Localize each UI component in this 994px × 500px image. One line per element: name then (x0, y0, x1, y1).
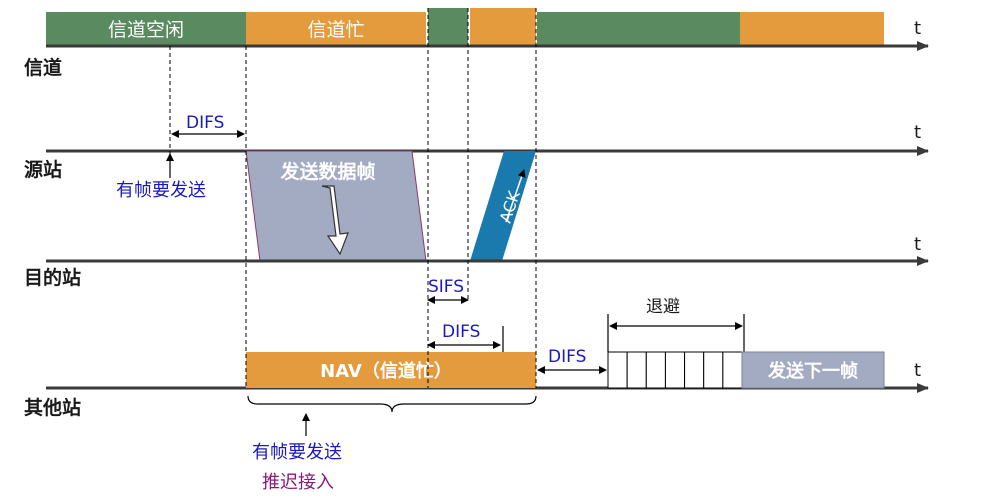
channel-busy-segment-2 (470, 8, 536, 46)
ack-arrow-icon (505, 169, 526, 223)
channel-busy-label: 信道忙 (307, 19, 364, 41)
defer-access-label: 推迟接入 (262, 472, 334, 493)
difs-source-label: DIFS (186, 113, 224, 133)
channel-busy-segment-3 (740, 12, 884, 46)
next-frame-box (741, 351, 885, 389)
source-time-label: t (914, 122, 921, 143)
backoff-slot (626, 351, 647, 389)
difs-nav-label: DIFS (442, 322, 480, 342)
timing-guides (169, 8, 537, 388)
backoff-slot (703, 351, 724, 389)
backoff-label: 退避 (646, 297, 680, 317)
backoff-slot (607, 351, 628, 389)
backoff-slot (684, 351, 705, 389)
defer-brace (247, 395, 537, 413)
others-time-label: t (914, 360, 921, 381)
data-frame-arrow-icon (321, 185, 349, 256)
row-label-others: 其他站 (24, 396, 81, 419)
channel-idle-segment-2 (428, 8, 468, 46)
channel-bar: 信道空闲 信道忙 (46, 8, 884, 46)
channel-idle-segment-3 (537, 12, 740, 46)
backoff-slots (607, 351, 743, 389)
row-label-channel: 信道 (24, 56, 62, 79)
ack-frame-shape (470, 151, 536, 261)
difs-others-label: DIFS (548, 347, 586, 367)
source-want-send-label: 有帧要发送 (116, 180, 206, 201)
sifs-label: SIFS (428, 277, 464, 297)
backoff-slot (722, 351, 743, 389)
backoff-slot (645, 351, 666, 389)
destination-time-label: t (914, 234, 921, 255)
data-frame-label: 发送数据帧 (279, 160, 375, 183)
nav-label: NAV（信道忙） (320, 360, 452, 382)
row-label-source: 源站 (24, 158, 62, 181)
others-want-send-label: 有帧要发送 (252, 442, 342, 463)
channel-idle-segment (46, 12, 246, 46)
backoff-slot (664, 351, 686, 389)
channel-time-label: t (914, 18, 921, 39)
channel-busy-segment-1 (246, 12, 426, 46)
row-label-destination: 目的站 (24, 266, 81, 289)
channel-idle-label: 信道空闲 (108, 19, 184, 41)
nav-bar (246, 352, 536, 388)
next-frame-label: 发送下一帧 (767, 360, 858, 382)
